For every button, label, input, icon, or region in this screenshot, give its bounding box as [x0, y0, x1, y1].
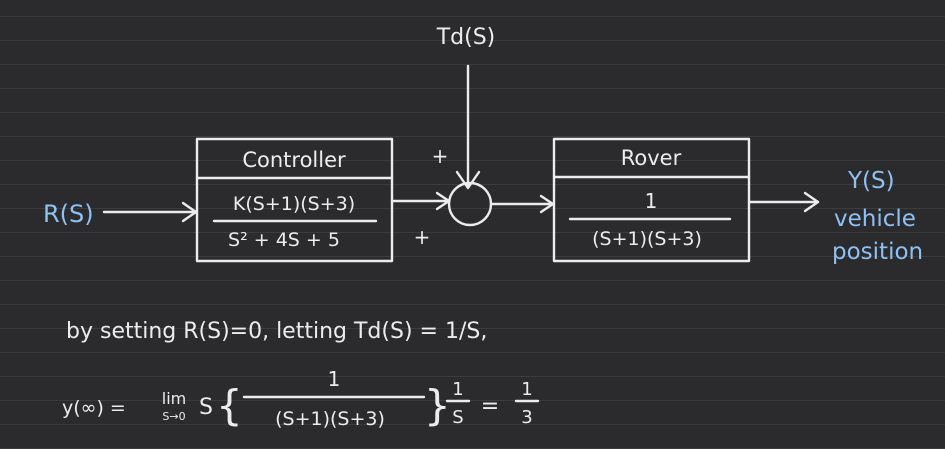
equals-sign: =	[481, 394, 499, 419]
inner-fraction-denominator: (S+1)(S+3)	[275, 408, 385, 430]
output-caption-line2: position	[832, 239, 923, 265]
inner-fraction-numerator: 1	[328, 367, 341, 391]
controller-denominator: S² + 4S + 5	[228, 229, 340, 251]
brace-close: }	[424, 381, 451, 430]
summing-junction	[447, 181, 493, 227]
sum-sign-left: +	[414, 225, 431, 249]
sum-sign-top: +	[432, 144, 449, 168]
plant-numerator: 1	[645, 189, 658, 213]
factor-denominator: S	[452, 407, 463, 428]
s-factor: S	[199, 395, 213, 420]
factor-numerator: 1	[452, 379, 463, 400]
note-line1: by setting R(S)=0, letting Td(S) = 1/S,	[66, 319, 487, 344]
controller-numerator: K(S+1)(S+3)	[233, 193, 355, 215]
disturbance-arrowhead	[455, 170, 481, 190]
plant-block	[552, 137, 751, 263]
output-caption-line1: vehicle	[834, 206, 916, 232]
plant-denominator: (S+1)(S+3)	[592, 228, 702, 250]
result-numerator: 1	[521, 379, 532, 400]
result-denominator: 3	[521, 407, 532, 428]
plant-title: Rover	[621, 146, 682, 170]
output-label: Y(S)	[847, 168, 895, 194]
output-arrowhead	[803, 191, 820, 213]
brace-open: {	[216, 381, 243, 430]
final-value-lhs: y(∞) =	[62, 397, 126, 419]
input-label: R(S)	[43, 200, 94, 228]
limit-subscript: S→0	[162, 410, 185, 423]
controller-title: Controller	[242, 148, 346, 172]
limit-word: lim	[162, 389, 186, 408]
disturbance-label: Td(S)	[436, 25, 496, 50]
